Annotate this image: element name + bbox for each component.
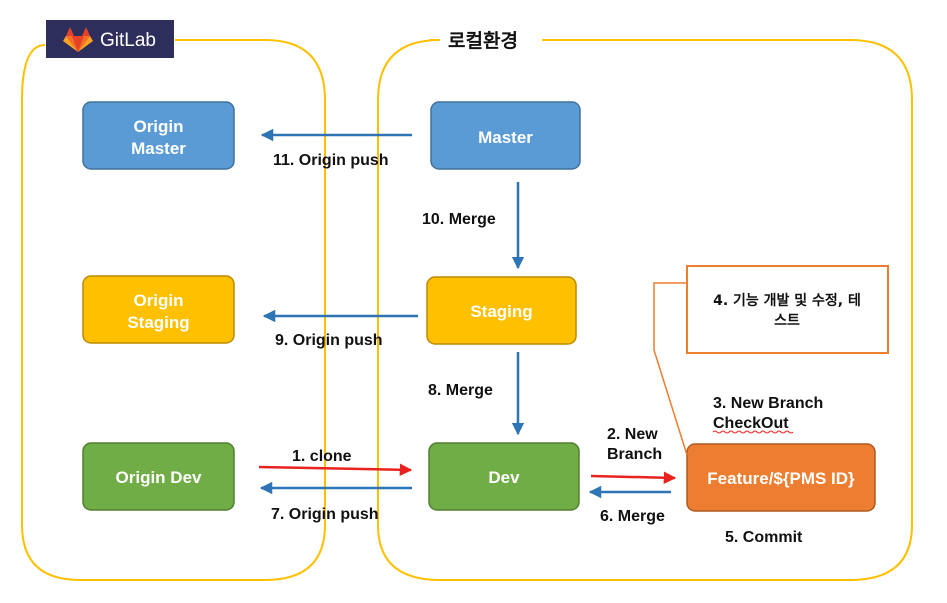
master-node: Master xyxy=(430,101,581,170)
origin-staging-label-1: Origin xyxy=(133,291,183,310)
origin-master-label-2: Master xyxy=(131,139,186,158)
label-origin-push-11: 11. Origin push xyxy=(273,152,389,169)
feature-node: Feature/${PMS ID} xyxy=(686,443,876,512)
origin-staging-label-2: Staging xyxy=(127,313,189,332)
label-clone-1: 1. clone xyxy=(292,448,352,465)
staging-label: Staging xyxy=(470,302,532,321)
note-callout-line xyxy=(653,282,688,456)
label-new-branch-checkout-3-line-2: CheckOut xyxy=(713,415,789,432)
origin-master-label-1: Origin xyxy=(133,117,183,136)
task-note-line-1: 4. 기능 개발 및 수정, 테 xyxy=(713,292,861,309)
label-merge-8: 8. Merge xyxy=(428,382,493,399)
origin-staging-node: Origin Staging xyxy=(82,275,235,344)
master-label: Master xyxy=(478,128,533,147)
arrow-new-branch-2 xyxy=(590,471,677,484)
origin-master-node: Origin Master xyxy=(82,101,235,170)
dev-node: Dev xyxy=(428,442,580,511)
task-note: 4. 기능 개발 및 수정, 테 스트 xyxy=(686,265,889,354)
origin-dev-label: Origin Dev xyxy=(116,468,203,487)
gitlab-logo-text: GitLab xyxy=(100,30,156,51)
label-origin-push-9: 9. Origin push xyxy=(275,332,383,349)
label-merge-10: 10. Merge xyxy=(422,211,496,228)
gitlab-logo: GitLab xyxy=(46,20,174,58)
gitlab-region xyxy=(21,39,326,581)
label-merge-6: 6. Merge xyxy=(600,508,665,525)
local-region xyxy=(377,39,913,581)
label-origin-push-7: 7. Origin push xyxy=(271,506,379,523)
dev-label: Dev xyxy=(488,468,520,487)
label-new-branch-checkout-3-line-1: 3. New Branch xyxy=(713,395,823,412)
label-new-branch-2-line-2: Branch xyxy=(607,446,662,463)
gitlab-fox-icon xyxy=(63,27,93,52)
feature-label: Feature/${PMS ID} xyxy=(707,469,855,488)
task-note-line-2: 스트 xyxy=(774,313,800,329)
arrow-clone-1 xyxy=(258,463,413,477)
spellcheck-squiggle xyxy=(712,430,794,434)
label-new-branch-2-line-1: 2. New xyxy=(607,426,658,443)
local-region-title: 로컬환경 xyxy=(448,30,518,52)
label-commit-5: 5. Commit xyxy=(725,529,803,546)
staging-node: Staging xyxy=(426,276,577,345)
origin-dev-node: Origin Dev xyxy=(82,442,235,511)
